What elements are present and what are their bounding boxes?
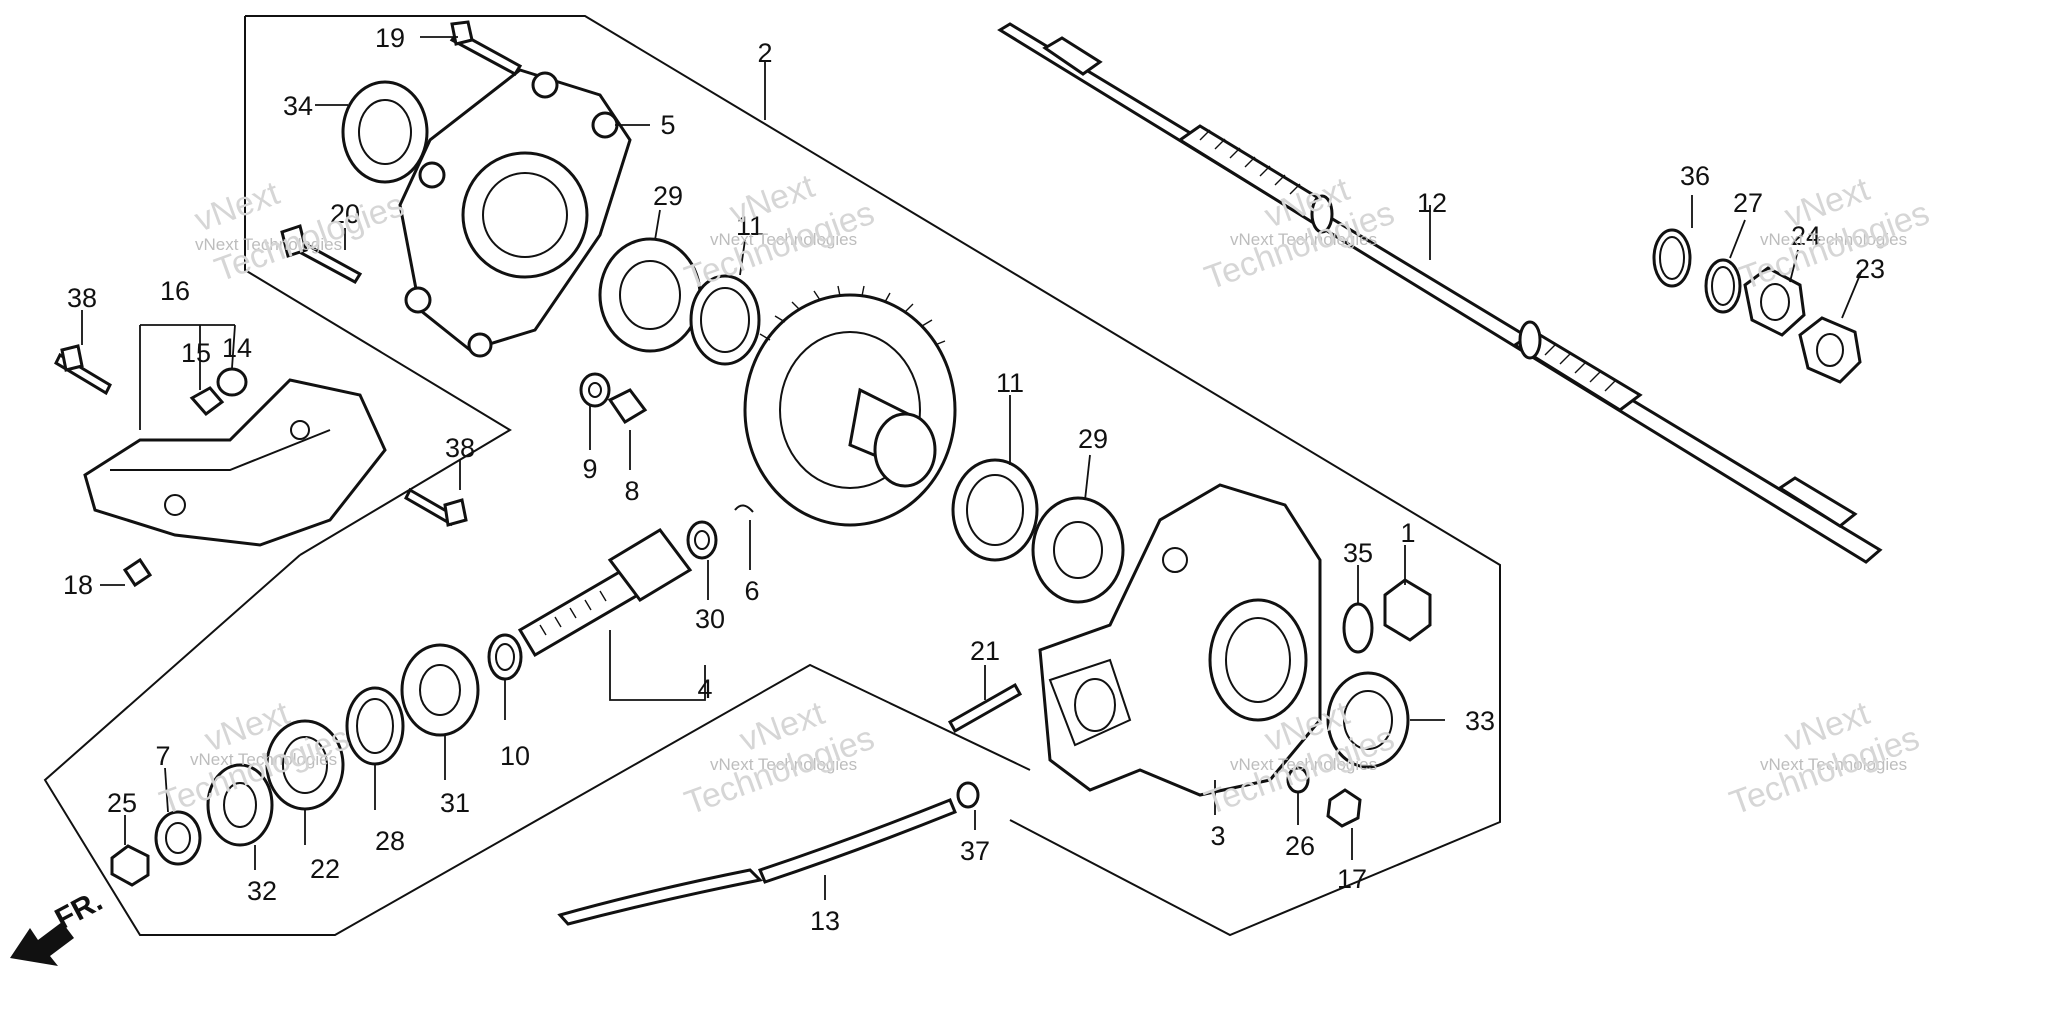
watermark-text: vNext Technologies xyxy=(1230,230,1377,249)
callout-3: 3 xyxy=(1210,821,1225,851)
callout-38-left: 38 xyxy=(67,283,97,313)
callout-23: 23 xyxy=(1855,254,1885,284)
final-gear-cover xyxy=(398,68,632,358)
callout-22: 22 xyxy=(310,854,340,884)
assembly-frames xyxy=(43,15,1501,937)
callout-15: 15 xyxy=(181,338,211,368)
callout-7: 7 xyxy=(155,741,170,771)
watermark-text: vNext Technologies xyxy=(1760,230,1907,249)
callout-29-upper: 29 xyxy=(653,181,683,211)
callout-31: 31 xyxy=(440,788,470,818)
watermark-text: vNext Technologies xyxy=(1230,755,1377,774)
callout-17: 17 xyxy=(1337,864,1367,894)
axle-shaft xyxy=(997,22,1883,564)
callout-30: 30 xyxy=(695,604,725,634)
callout-12: 12 xyxy=(1417,188,1447,218)
front-arrow-icon xyxy=(10,922,74,966)
callout-26: 26 xyxy=(1285,831,1315,861)
final-gear-case xyxy=(1038,483,1322,797)
watermark-text: vNext Technologies xyxy=(710,230,857,249)
skid-plate xyxy=(54,344,468,588)
callout-37: 37 xyxy=(960,836,990,866)
callout-2: 2 xyxy=(757,38,772,68)
callout-32: 32 xyxy=(247,876,277,906)
callout-1: 1 xyxy=(1400,518,1415,548)
callout-9: 9 xyxy=(582,454,597,484)
callout-16: 16 xyxy=(160,276,190,306)
callout-34: 34 xyxy=(283,91,313,121)
callout-29-lower: 29 xyxy=(1078,424,1108,454)
watermark-text: vNext Technologies xyxy=(710,755,857,774)
pinion-gear xyxy=(517,528,693,658)
pinion-stack xyxy=(110,633,523,887)
leader-lines xyxy=(81,36,1863,900)
callout-5: 5 xyxy=(660,110,675,140)
callout-33: 33 xyxy=(1465,706,1495,736)
cover-fasteners xyxy=(280,20,523,284)
callout-8: 8 xyxy=(624,476,639,506)
callout-labels: 19 34 5 2 20 29 11 16 38 15 14 38 9 8 18… xyxy=(63,23,1885,936)
small-bearings xyxy=(579,372,754,560)
callout-20: 20 xyxy=(330,199,360,229)
callout-36: 36 xyxy=(1680,161,1710,191)
callout-6: 6 xyxy=(744,576,759,606)
callout-28: 28 xyxy=(375,826,405,856)
callout-25: 25 xyxy=(107,788,137,818)
callout-11-lower: 11 xyxy=(996,368,1024,398)
watermark-text: vNext Technologies xyxy=(190,750,337,769)
callout-27: 27 xyxy=(1733,188,1763,218)
callout-10: 10 xyxy=(500,741,530,771)
callout-21: 21 xyxy=(970,636,1000,666)
callout-38-right: 38 xyxy=(445,433,475,463)
ring-gear xyxy=(743,285,957,527)
callout-4: 4 xyxy=(697,674,712,704)
lower-bearing-and-shim xyxy=(951,458,1125,604)
callout-24: 24 xyxy=(1791,221,1821,251)
breather-hose xyxy=(557,781,980,926)
callout-14: 14 xyxy=(222,333,252,363)
callout-19: 19 xyxy=(375,23,405,53)
callout-18: 18 xyxy=(63,570,93,600)
axle-end-hardware xyxy=(1652,228,1862,384)
upper-bearing-and-shim xyxy=(598,237,761,366)
callout-13: 13 xyxy=(810,906,840,936)
case-fasteners xyxy=(947,578,1432,828)
callout-11-upper: 11 xyxy=(736,211,764,241)
watermark-text: vNext Technologies xyxy=(1760,755,1907,774)
callout-35: 35 xyxy=(1343,538,1373,568)
watermark-text: vNext Technologies xyxy=(195,235,342,254)
